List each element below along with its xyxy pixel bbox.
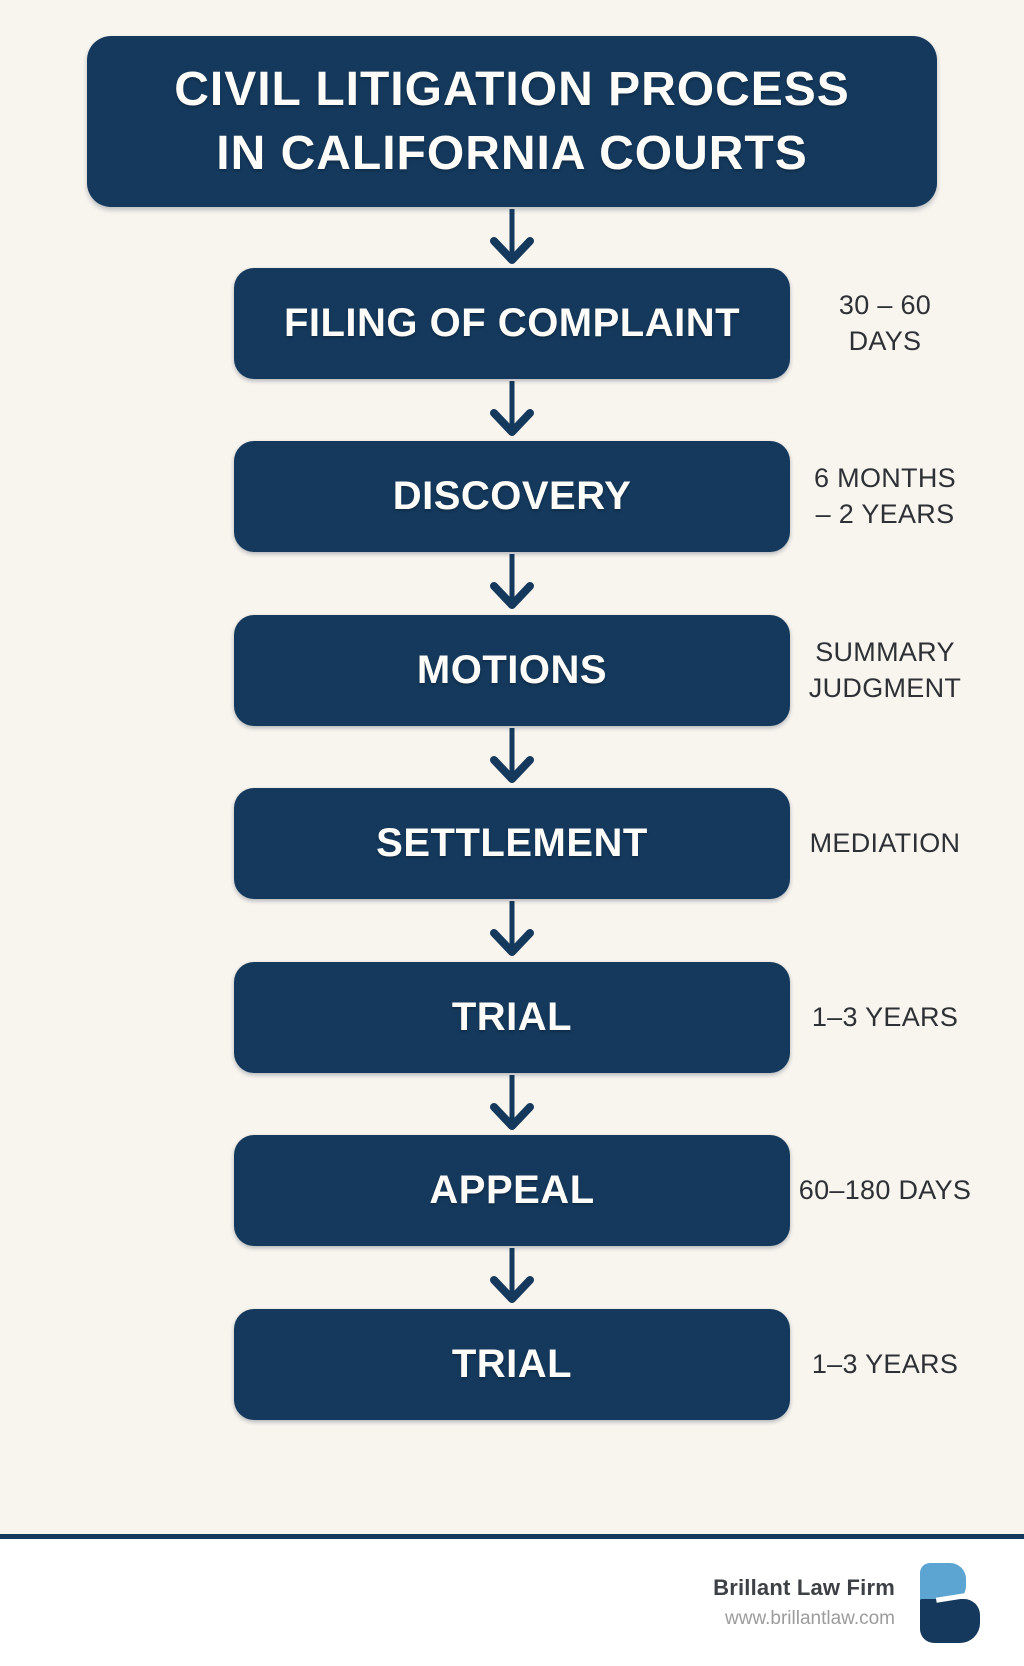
arrow-down-icon — [487, 554, 537, 612]
brand-website: www.brillantlaw.com — [725, 1608, 895, 1629]
arrow-down-icon — [487, 728, 537, 786]
duration-label-discovery: 6 MONTHS – 2 YEARS — [790, 441, 980, 552]
duration-label-motions: SUMMARY JUDGMENT — [790, 615, 980, 726]
step-label: TRIAL — [451, 1342, 573, 1386]
title-box: CIVIL LITIGATION PROCESS IN CALIFORNIA C… — [87, 36, 937, 207]
step-box-appeal: APPEAL — [234, 1135, 790, 1246]
step-label: APPEAL — [429, 1168, 595, 1212]
page-title-line-1: CIVIL LITIGATION PROCESS — [174, 63, 850, 117]
step-box-motions: MOTIONS — [234, 615, 790, 726]
arrow-down-icon — [487, 901, 537, 959]
brillant-law-b-logo-icon — [920, 1562, 985, 1643]
footer: Brillant Law Firm www.brillantlaw.com — [0, 1539, 1024, 1666]
step-label: TRIAL — [451, 995, 573, 1039]
footer-divider — [0, 1534, 1024, 1539]
duration-label-trial-final: 1–3 YEARS — [790, 1309, 980, 1420]
arrow-down-icon — [487, 1248, 537, 1306]
brand-name: Brillant Law Firm — [713, 1575, 895, 1600]
duration-line: 1–3 YEARS — [811, 1348, 959, 1379]
duration-line: 30 – 60 — [838, 289, 932, 320]
logo-bottom-lobe — [920, 1598, 980, 1643]
duration-line: SUMMARY — [815, 636, 955, 667]
duration-line: JUDGMENT — [808, 672, 962, 703]
duration-label-trial: 1–3 YEARS — [790, 962, 980, 1073]
duration-line: 6 MONTHS — [814, 462, 956, 493]
duration-line: 1–3 YEARS — [811, 1001, 959, 1032]
step-label: SETTLEMENT — [376, 821, 648, 865]
footer-text-block: Brillant Law Firm www.brillantlaw.com — [713, 1575, 895, 1630]
page-title-line-2: IN CALIFORNIA COURTS — [216, 126, 808, 180]
duration-line: MEDIATION — [809, 827, 961, 858]
duration-line: DAYS — [848, 325, 922, 356]
step-box-discovery: DISCOVERY — [234, 441, 790, 552]
step-label: MOTIONS — [416, 648, 608, 692]
step-label: FILING OF COMPLAINT — [283, 301, 741, 345]
duration-label-filing-of-complaint: 30 – 60 DAYS — [790, 268, 980, 379]
arrow-down-icon — [487, 209, 537, 267]
duration-label-appeal: 60–180 DAYS — [790, 1135, 980, 1246]
arrow-down-icon — [487, 1075, 537, 1133]
step-box-settlement: SETTLEMENT — [234, 788, 790, 899]
step-box-filing-of-complaint: FILING OF COMPLAINT — [234, 268, 790, 379]
arrow-down-icon — [487, 381, 537, 439]
step-box-trial-final: TRIAL — [234, 1309, 790, 1420]
duration-line: – 2 YEARS — [815, 498, 955, 529]
step-box-trial: TRIAL — [234, 962, 790, 1073]
duration-line: 60–180 DAYS — [798, 1174, 972, 1205]
step-label: DISCOVERY — [392, 474, 632, 518]
duration-label-settlement: MEDIATION — [790, 788, 980, 899]
